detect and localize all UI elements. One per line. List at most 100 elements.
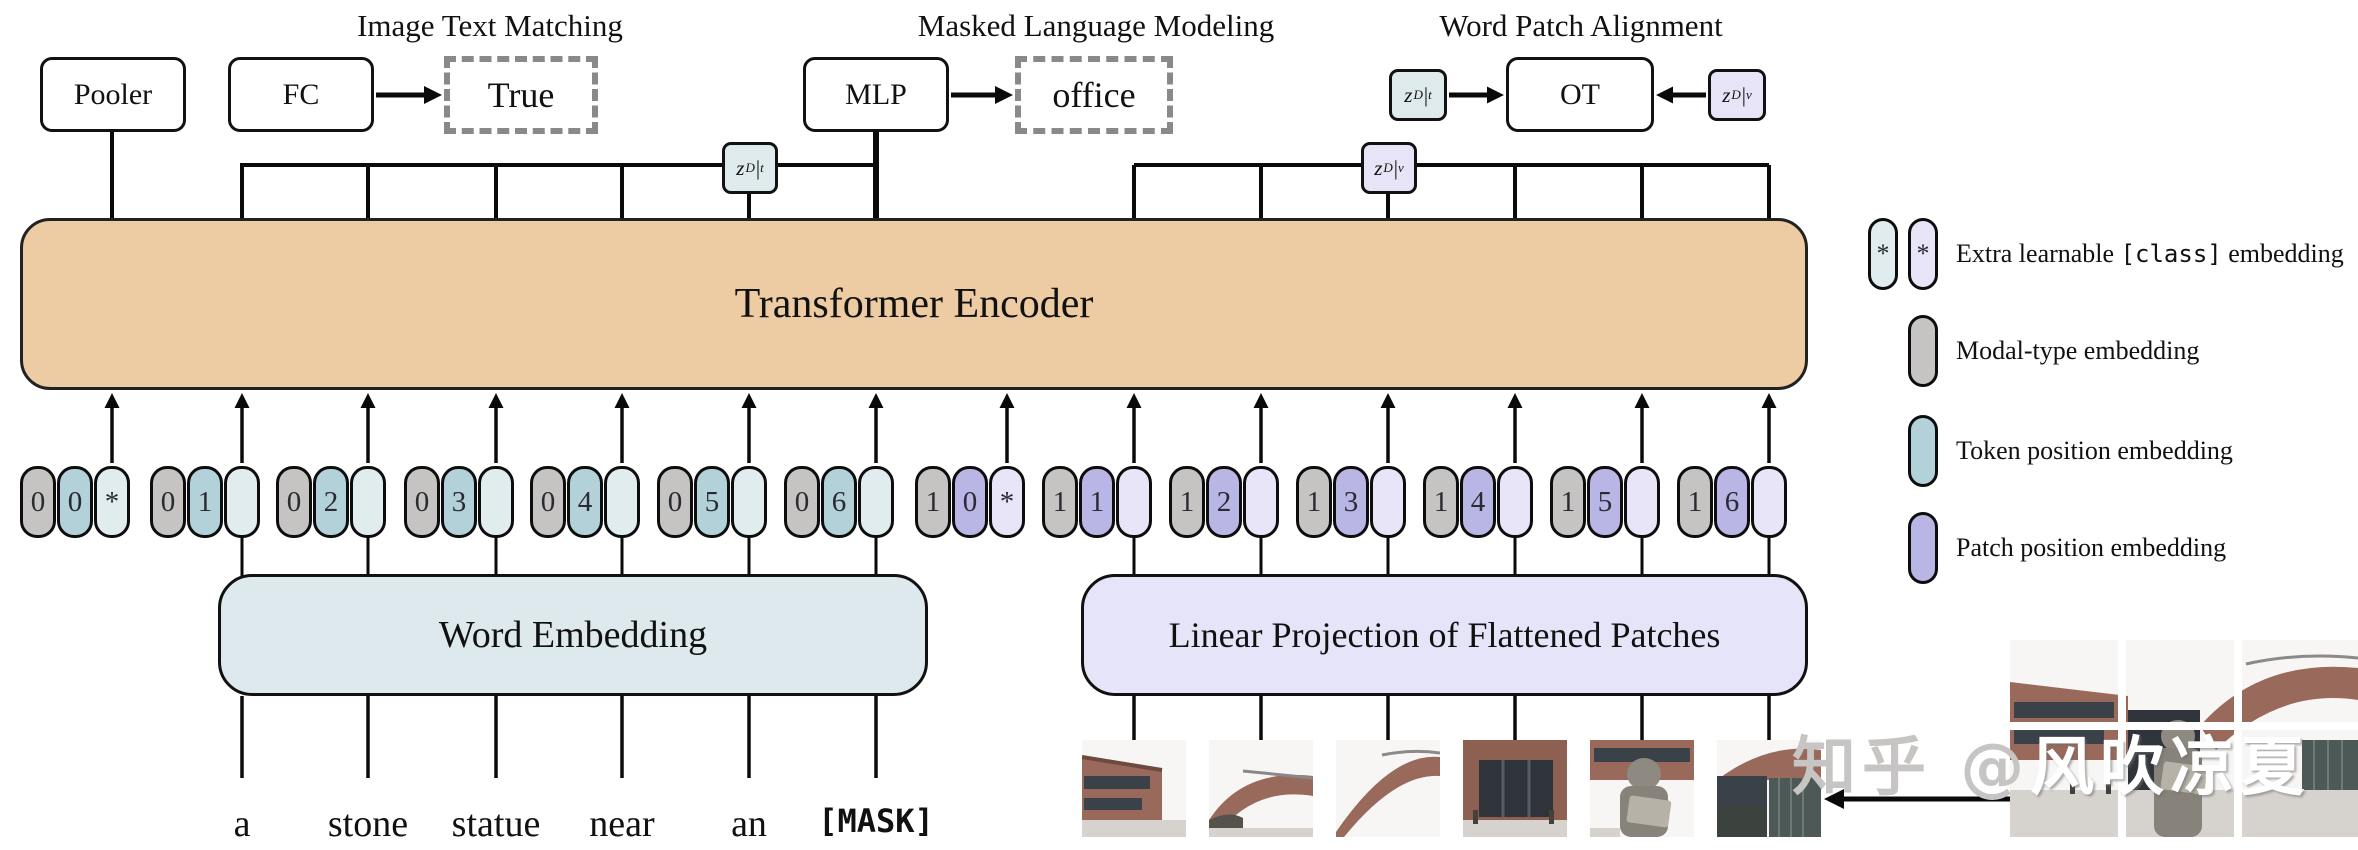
- image-patch-2: [1209, 740, 1313, 837]
- patch-embedding-pill: [1243, 466, 1279, 538]
- z-superscript: D: [1383, 160, 1393, 175]
- legend-text: embedding: [2221, 239, 2344, 268]
- token-position-pill: 2: [313, 466, 349, 538]
- modal-type-pill: 0: [530, 466, 566, 538]
- token-position-pill: 6: [821, 466, 857, 538]
- input-word: a: [233, 803, 251, 845]
- title-masked-language-modeling: Masked Language Modeling: [917, 8, 1275, 43]
- word-embedding-pill: [478, 466, 514, 538]
- patch-position-pill: 4: [1460, 466, 1496, 538]
- legend-swatch-image-class: *: [1908, 218, 1938, 290]
- z-pipe: |: [1423, 82, 1429, 107]
- z-subscript-v: v: [1398, 160, 1404, 175]
- token-position-pill: 1: [187, 466, 223, 538]
- modal-type-pill: 1: [1042, 466, 1078, 538]
- modal-type-pill: 1: [1550, 466, 1586, 538]
- word-embedding-pill: [604, 466, 640, 538]
- watermark-site: 知乎 @: [1792, 731, 2031, 805]
- modal-type-pill: 0: [276, 466, 312, 538]
- z-subscript-t: t: [1428, 87, 1432, 102]
- legend-swatch-modal-type: [1908, 315, 1938, 387]
- legend-label-patch-position: Patch position embedding: [1956, 533, 2227, 562]
- z-subscript-t: t: [760, 160, 764, 175]
- z-pipe: |: [755, 155, 761, 180]
- modal-type-pill: 1: [915, 466, 951, 538]
- mlp-box: MLP: [803, 57, 949, 132]
- patch-position-pill: 3: [1333, 466, 1369, 538]
- transformer-encoder-box: Transformer Encoder: [20, 218, 1808, 390]
- z-symbol: z: [1404, 82, 1413, 107]
- word-embedding-pill: *: [94, 466, 130, 538]
- z-pipe: |: [1741, 82, 1747, 107]
- input-word: near: [589, 803, 655, 845]
- modal-type-pill: 0: [20, 466, 56, 538]
- modal-type-pill: 1: [1677, 466, 1713, 538]
- source-photo: [2010, 640, 2358, 837]
- modal-type-pill: 1: [1423, 466, 1459, 538]
- modal-type-pill: 0: [150, 466, 186, 538]
- legend-text: Extra learnable: [1956, 239, 2121, 268]
- modal-type-pill: 1: [1296, 466, 1332, 538]
- watermark-username: 风吹凉夏: [2030, 731, 2311, 805]
- itm-output-box: True: [444, 56, 598, 134]
- source-image: [2010, 640, 2358, 837]
- word-embedding-pill: [350, 466, 386, 538]
- z-pipe: |: [1393, 155, 1399, 180]
- modal-type-pill: 0: [657, 466, 693, 538]
- input-word: an: [731, 803, 767, 845]
- legend-label-class-embedding: Extra learnable [class] embedding: [1956, 236, 2344, 272]
- patch-embedding-pill: [1116, 466, 1152, 538]
- image-patch-6: [1717, 740, 1821, 837]
- patch-embedding-pill: [1370, 466, 1406, 538]
- z-superscript: D: [1731, 87, 1741, 102]
- mlm-output-box: office: [1015, 56, 1173, 134]
- token-position-pill: 5: [694, 466, 730, 538]
- title-image-text-matching: Image Text Matching: [357, 8, 623, 43]
- word-embedding-pill: [731, 466, 767, 538]
- legend-class-token: [class]: [2120, 240, 2222, 268]
- pooler-box: Pooler: [40, 57, 186, 132]
- token-position-pill: 0: [57, 466, 93, 538]
- title-word-patch-alignment: Word Patch Alignment: [1439, 8, 1723, 43]
- input-word: [MASK]: [818, 802, 934, 840]
- patch-embedding-pill: [1751, 466, 1787, 538]
- z-symbol: z: [736, 155, 745, 180]
- legend-swatch-token-position: [1908, 415, 1938, 487]
- z-superscript: D: [745, 160, 755, 175]
- word-embedding-box: Word Embedding: [218, 574, 928, 696]
- linear-projection-box: Linear Projection of Flattened Patches: [1081, 574, 1808, 696]
- patch-position-pill: 2: [1206, 466, 1242, 538]
- class-star: *: [1916, 239, 1930, 268]
- patch-position-pill: 1: [1079, 466, 1115, 538]
- image-patch-1: [1082, 740, 1186, 837]
- class-star: *: [1876, 239, 1890, 268]
- patch-embedding-pill: *: [989, 466, 1025, 538]
- image-patch-3: [1336, 740, 1440, 837]
- ot-box: OT: [1506, 57, 1654, 132]
- z-subscript-v: v: [1746, 87, 1752, 102]
- legend-label-modal-type: Modal-type embedding: [1956, 336, 2200, 365]
- modal-type-pill: 0: [784, 466, 820, 538]
- input-word: stone: [327, 803, 409, 845]
- patch-embedding-pill: [1624, 466, 1660, 538]
- word-embedding-pill: [224, 466, 260, 538]
- patch-position-pill: 6: [1714, 466, 1750, 538]
- image-patch-4: [1463, 740, 1567, 837]
- z-symbol: z: [1722, 82, 1731, 107]
- legend-label-token-position: Token position embedding: [1956, 436, 2233, 465]
- token-position-pill: 4: [567, 466, 603, 538]
- image-patch-5: [1590, 740, 1694, 837]
- fc-box: FC: [228, 57, 374, 132]
- input-word: statue: [451, 803, 541, 845]
- word-embedding-pill: [858, 466, 894, 538]
- modal-type-pill: 1: [1169, 466, 1205, 538]
- legend-swatch-text-class: *: [1868, 218, 1898, 290]
- z-symbol: z: [1374, 155, 1383, 180]
- patch-position-pill: 0: [952, 466, 988, 538]
- z-superscript: D: [1413, 87, 1423, 102]
